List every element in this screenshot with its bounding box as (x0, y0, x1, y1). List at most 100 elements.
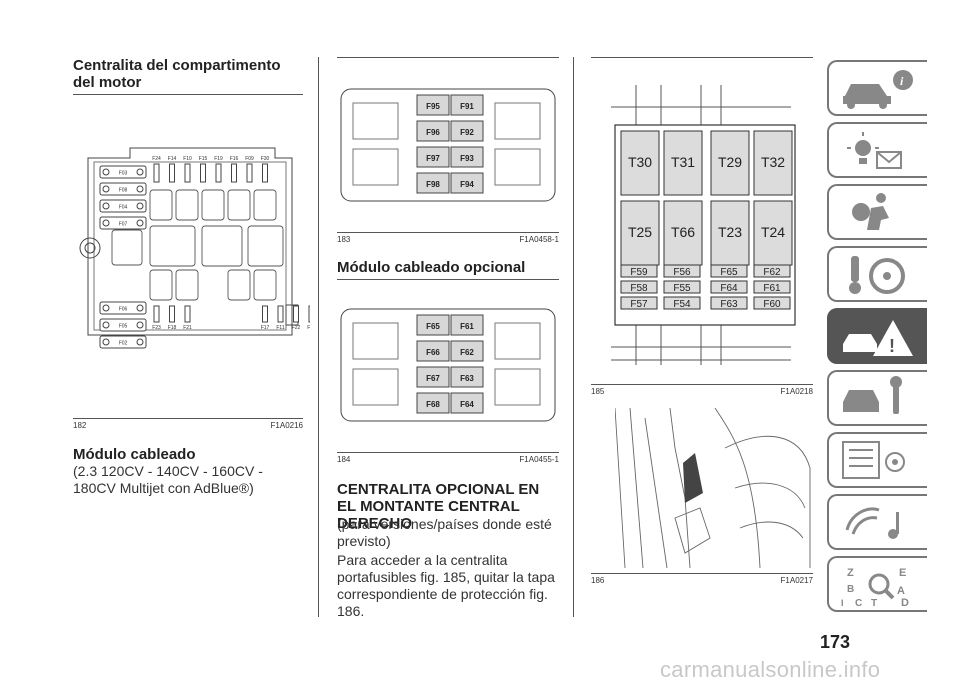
index-letter-E: E (899, 567, 906, 579)
svg-text:T66: T66 (671, 224, 695, 240)
svg-text:F56: F56 (673, 267, 691, 278)
fuse-F67: F67 (416, 366, 450, 388)
fuse-F05: F05 (99, 318, 147, 332)
fuse-F19 (215, 163, 222, 183)
heading-rule (73, 94, 303, 95)
column-divider-2 (573, 57, 574, 617)
tab-warning-lights[interactable] (827, 122, 927, 178)
fuse-label-F19: F19 (214, 156, 223, 162)
fuse-label-F24: F24 (152, 156, 161, 162)
index-letter-T: T (871, 598, 877, 608)
tab-safety[interactable] (827, 184, 927, 240)
sub-heading-module-cabling: Módulo cableado (73, 446, 196, 463)
fuse-F60: F60 (753, 296, 791, 310)
safety-icon (852, 193, 889, 230)
fuse-F22 (293, 305, 299, 323)
fuse-F07: F07 (99, 216, 147, 230)
fuse-F10 (184, 163, 191, 183)
svg-text:F60: F60 (763, 299, 781, 310)
figure-186-pillar-cover (615, 408, 811, 568)
figure-183-code: F1A0458-1 (519, 235, 559, 244)
svg-text:F93: F93 (460, 154, 474, 163)
relay-T31: T31 (663, 130, 703, 196)
fuse-F24 (153, 163, 160, 183)
svg-text:F65: F65 (426, 322, 440, 331)
fuse-F15 (200, 163, 206, 183)
fuse-F96: F96 (416, 120, 450, 142)
svg-text:F02: F02 (119, 341, 128, 347)
index-letter-C: C (855, 598, 862, 608)
figure-184-code: F1A0455-1 (519, 455, 559, 464)
svg-text:F61: F61 (460, 322, 474, 331)
tab-emergency[interactable]: ! (827, 308, 927, 364)
svg-text:F08: F08 (119, 188, 128, 194)
tab-starting-driving[interactable] (827, 246, 927, 302)
fuse-F66: F66 (416, 340, 450, 362)
tab-maintenance[interactable] (827, 370, 927, 426)
svg-text:T32: T32 (761, 154, 785, 170)
svg-text:F57: F57 (630, 299, 648, 310)
fuse-F93: F93 (450, 146, 484, 168)
fuse-F92: F92 (450, 120, 484, 142)
fuse-F18 (169, 305, 175, 323)
svg-text:F58: F58 (630, 283, 648, 294)
svg-text:F64: F64 (720, 283, 738, 294)
svg-text:F04: F04 (119, 205, 128, 211)
maintenance-icon (843, 376, 902, 414)
figure-182-number: 182 (73, 421, 87, 430)
fuse-label-F20: F20 (307, 325, 310, 331)
fuse-F30 (262, 163, 268, 183)
figure-185-rule (591, 384, 813, 385)
svg-text:i: i (900, 74, 904, 88)
access-instructions: Para acceder a la centralita portafusibl… (337, 552, 555, 619)
figure-185-code: F1A0218 (780, 387, 813, 396)
fuse-F02: F02 (99, 335, 147, 349)
fuse-F94: F94 (450, 172, 484, 194)
fuse-F62: F62 (450, 340, 484, 362)
fuse-label-F18: F18 (168, 325, 177, 331)
fuse-label-F15: F15 (199, 156, 208, 162)
svg-text:T31: T31 (671, 154, 695, 170)
figure-183-rule (337, 232, 559, 233)
svg-text:F03: F03 (119, 171, 128, 177)
index-letter-A: A (897, 585, 905, 597)
fuse-F20 (308, 305, 310, 323)
fuse-F61: F61 (450, 314, 484, 336)
fuse-F58: F58 (620, 280, 658, 294)
fuse-label-F23: F23 (152, 325, 161, 331)
figure-182-fuse-box: F03F08F04F07F06F05F02F01 F24F14F10F15F19… (79, 147, 310, 349)
relay-T30: T30 (620, 130, 660, 196)
emergency-icon: ! (843, 320, 913, 356)
fuse-label-F22: F22 (292, 325, 301, 331)
technical-data-icon (842, 441, 905, 479)
figure-184-rule (337, 452, 559, 453)
figure-182-rule (73, 418, 303, 419)
figure-182-code: F1A0216 (270, 421, 303, 430)
fuse-F17 (262, 305, 268, 323)
fuse-F63: F63 (710, 296, 748, 310)
fuse-F55: F55 (663, 280, 701, 294)
fuse-F98: F98 (416, 172, 450, 194)
fuse-label-F16: F16 (230, 156, 239, 162)
figure-186-code: F1A0217 (780, 576, 813, 585)
tab-multimedia[interactable] (827, 494, 927, 550)
tab-car-info[interactable]: i (827, 60, 927, 116)
figure-185-number: 185 (591, 387, 605, 396)
index-letter-I: I (841, 598, 844, 608)
fuse-F11 (277, 305, 284, 323)
index-letter-B: B (847, 584, 854, 595)
tab-technical-data[interactable] (827, 432, 927, 488)
svg-text:T24: T24 (761, 224, 785, 240)
top-rule-col2 (337, 57, 559, 58)
svg-text:F59: F59 (630, 267, 648, 278)
fuse-F63: F63 (450, 366, 484, 388)
fuse-F62: F62 (753, 264, 791, 278)
relay-T24: T24 (753, 200, 793, 266)
svg-text:T23: T23 (718, 224, 742, 240)
svg-text:F92: F92 (460, 128, 474, 137)
